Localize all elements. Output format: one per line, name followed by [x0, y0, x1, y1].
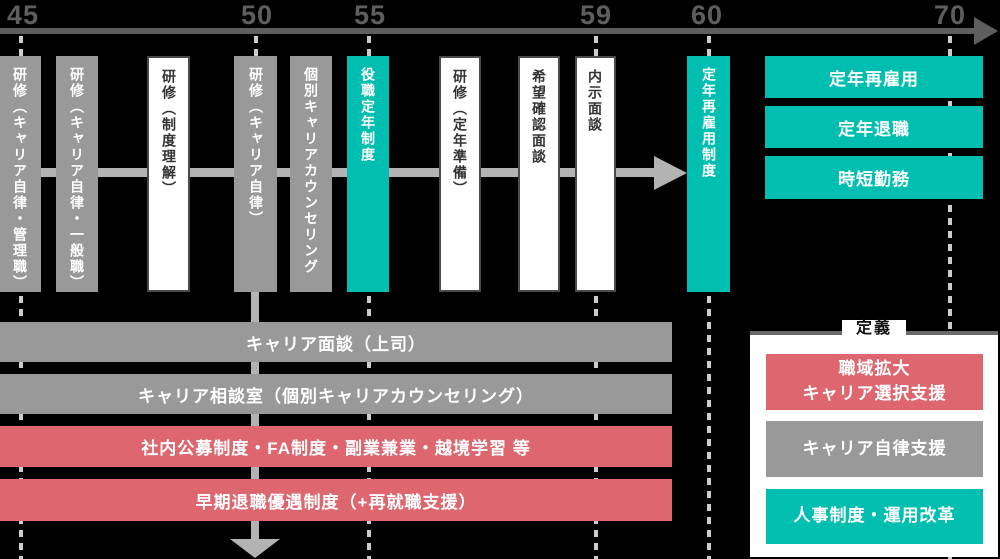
- age-label: 50: [240, 0, 274, 30]
- post-retirement-bar: 定年再雇用: [765, 56, 983, 98]
- age-label: 45: [6, 0, 40, 30]
- timeline-bar: 研修（キャリア自律・管理職）: [0, 56, 41, 292]
- guide-line-60: [707, 36, 711, 559]
- timeline-bar: 内示面談: [575, 56, 616, 292]
- timeline-bar: 研修（キャリア自律・一般職）: [56, 56, 98, 292]
- timeline-bar: 定年再雇用制度: [687, 56, 730, 292]
- support-bar: 早期退職優遇制度（+再就職支援）: [0, 479, 672, 521]
- legend-title: 定義: [842, 320, 906, 340]
- guide-line-70: [948, 36, 952, 559]
- support-bar: キャリア相談室（個別キャリアカウンセリング）: [0, 374, 672, 414]
- post-retirement-bar: 定年退職: [765, 106, 983, 148]
- guide-line-50: [254, 36, 258, 56]
- timeline-bar: 研修（キャリア自律）: [234, 56, 277, 292]
- timeline-bar: 研修（定年準備）: [439, 56, 481, 292]
- age-label: 70: [933, 0, 967, 30]
- legend: 定義 職域拡大 キャリア選択支援 キャリア自律支援 人事制度・運用改革: [750, 320, 998, 557]
- timeline-bar: 研修（制度理解）: [147, 56, 190, 292]
- timeline-bar: 希望確認面談: [518, 56, 560, 292]
- age-label: 55: [353, 0, 387, 30]
- support-bar: 社内公募制度・FA制度・副業兼業・越境学習 等: [0, 426, 672, 467]
- guide-line-45: [19, 36, 23, 559]
- timeline-bar: 個別キャリアカウンセリング: [290, 56, 332, 292]
- support-bar: キャリア面談（上司）: [0, 322, 672, 362]
- timeline-arrowhead-icon: [974, 17, 998, 45]
- legend-item: 職域拡大 キャリア選択支援: [766, 354, 983, 410]
- flow-arrow-down-icon: [230, 539, 280, 558]
- guide-line-59: [594, 36, 598, 559]
- timeline-bar: 役職定年制度: [347, 56, 389, 292]
- age-label: 60: [690, 0, 724, 30]
- legend-item: 人事制度・運用改革: [766, 489, 983, 544]
- timeline-axis: [0, 28, 976, 34]
- age-label: 59: [579, 0, 613, 30]
- flow-arrow-right-icon: [654, 156, 687, 190]
- legend-item: キャリア自律支援: [766, 421, 983, 477]
- post-retirement-bar: 時短勤務: [765, 156, 983, 199]
- guide-line-55: [367, 36, 371, 559]
- flow-connector-down: [251, 292, 259, 540]
